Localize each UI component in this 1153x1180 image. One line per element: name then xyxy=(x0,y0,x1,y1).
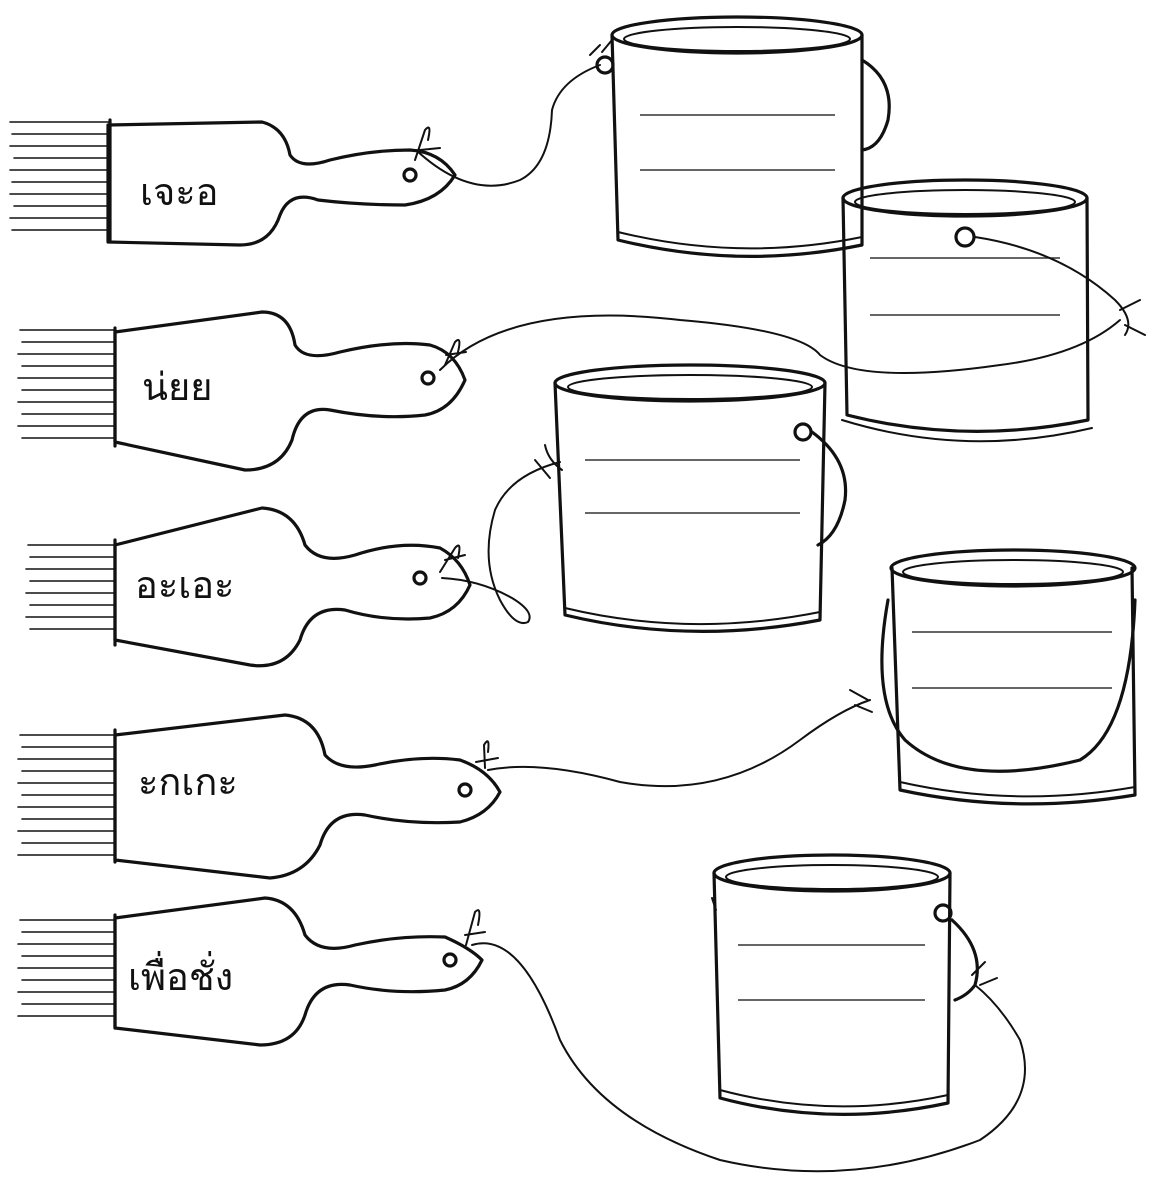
brush-word-5: เพื่อชั่ง xyxy=(128,951,233,999)
brush-bristles-3 xyxy=(25,538,117,647)
brush-handle-3 xyxy=(113,506,472,668)
paintbrush-3[interactable]: อะเอะ xyxy=(25,506,472,668)
matching-strings xyxy=(414,64,1121,1173)
paintbrush-4[interactable]: ะกเกะ xyxy=(17,713,502,880)
brush-word-4: ะกเกะ xyxy=(138,760,238,804)
brush-handle-5 xyxy=(113,896,484,1047)
brush-hole-4 xyxy=(457,782,473,798)
brush-handle-4 xyxy=(113,713,502,880)
brush-bristles-1 xyxy=(9,118,112,242)
brush-word-2: น่ยย xyxy=(142,365,213,409)
paint-can-4[interactable] xyxy=(849,548,1137,806)
paint-can-2[interactable] xyxy=(841,178,1146,443)
paintbrush-2[interactable]: น่ยย xyxy=(17,310,467,472)
paint-can-3[interactable] xyxy=(534,363,848,633)
paintbrush-1[interactable]: เจะอ xyxy=(9,118,457,247)
paintbrush-5[interactable]: เพื่อชั่ง xyxy=(17,896,484,1047)
brush-handle-2 xyxy=(113,310,467,472)
brush-bristles-5 xyxy=(17,913,117,1030)
brush-hole-5 xyxy=(442,952,458,968)
brush-word-1: เจะอ xyxy=(140,170,219,214)
brush-word-3: อะเอะ xyxy=(135,563,234,607)
brush-handle-1 xyxy=(106,120,457,247)
brush-hole-3 xyxy=(412,570,428,586)
brush-hole-2 xyxy=(420,370,436,386)
brush-bristles-4 xyxy=(17,728,117,864)
brush-bristles-2 xyxy=(17,326,117,448)
paint-can-5[interactable] xyxy=(711,853,998,1116)
brush-hole-1 xyxy=(402,167,418,183)
paint-can-1[interactable] xyxy=(589,15,891,258)
